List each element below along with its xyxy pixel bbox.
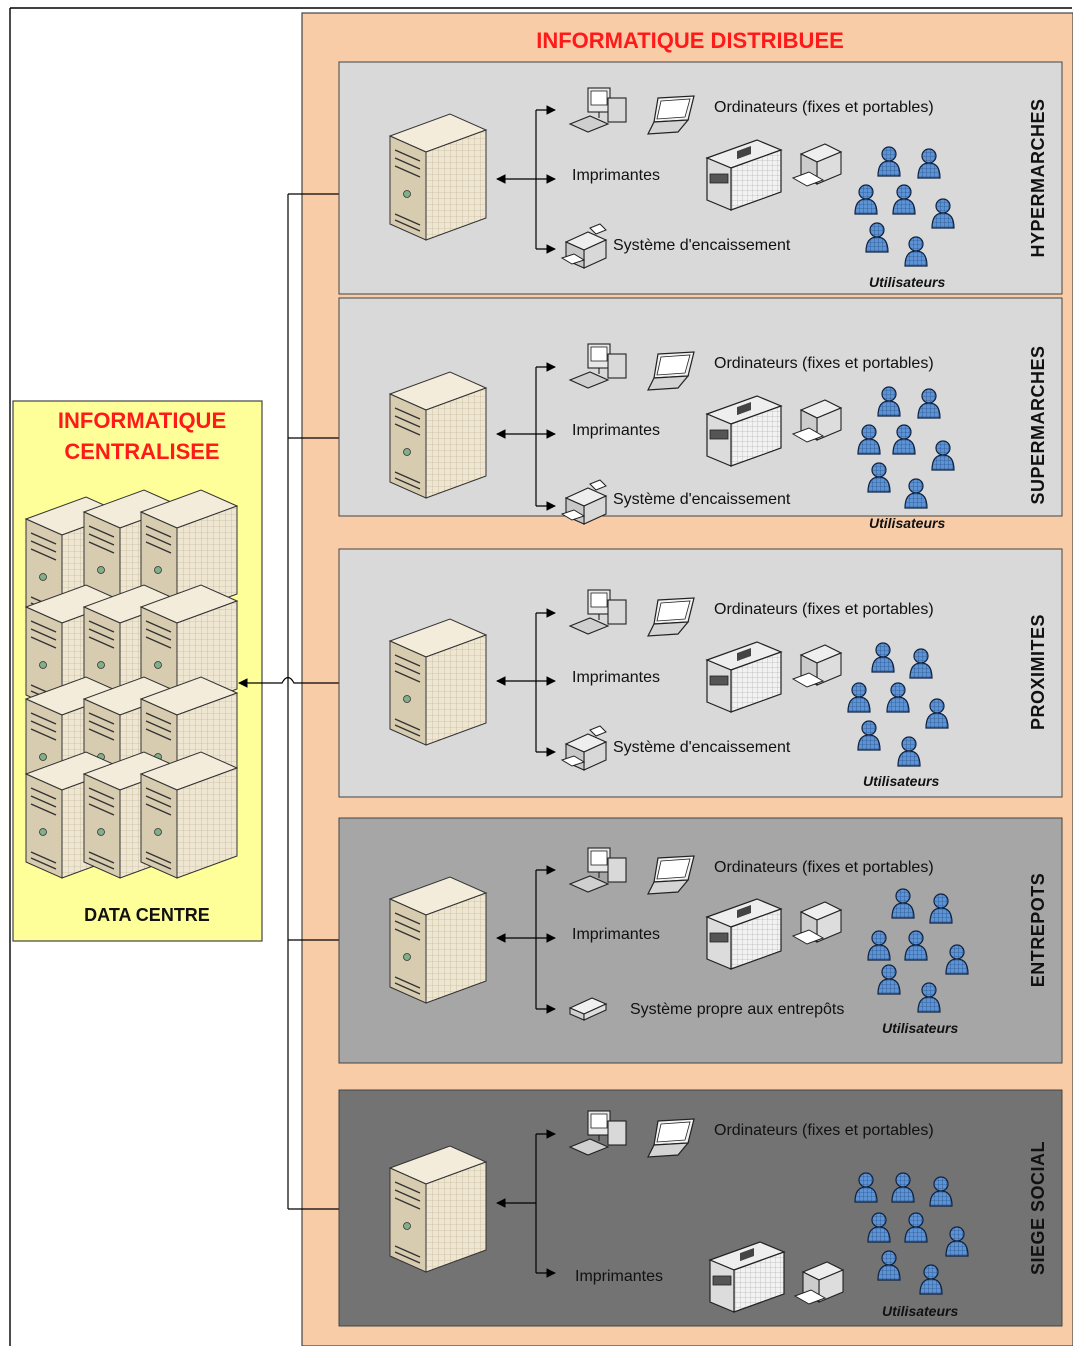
printers-label: Imprimantes [575, 1268, 663, 1285]
printers-label: Imprimantes [572, 926, 660, 943]
section-name: PROXIMITES [1028, 614, 1048, 730]
computers-label: Ordinateurs (fixes et portables) [714, 99, 934, 116]
users-label: Utilisateurs [869, 274, 945, 290]
computers-label: Ordinateurs (fixes et portables) [714, 601, 934, 618]
users-label: Utilisateurs [869, 515, 945, 531]
section-name: ENTREPOTS [1028, 873, 1048, 988]
datacenter-label: DATA CENTRE [84, 905, 210, 925]
cash-system-label: Système d'encaissement [613, 739, 791, 756]
computers-label: Ordinateurs (fixes et portables) [714, 859, 934, 876]
section-proximites: Ordinateurs (fixes et portables) Imprima… [338, 548, 1063, 798]
printers-label: Imprimantes [572, 422, 660, 439]
computers-label: Ordinateurs (fixes et portables) [714, 1122, 934, 1139]
users-label: Utilisateurs [863, 773, 939, 789]
cash-system-label: Système d'encaissement [613, 237, 791, 254]
datacenter-server-cluster [25, 489, 238, 879]
section-hypermarches: Ordinateurs (fixes et portables) Imprima… [338, 61, 1063, 295]
warehouse-system-label: Système propre aux entrepôts [630, 1001, 844, 1018]
section-supermarches: Ordinateurs (fixes et portables) Imprima… [338, 297, 1063, 531]
section-siege-social: Ordinateurs (fixes et portables) Imprima… [338, 1089, 1063, 1327]
computers-label: Ordinateurs (fixes et portables) [714, 355, 934, 372]
centralized-title-line2: CENTRALISEE [64, 439, 219, 464]
printers-label: Imprimantes [572, 669, 660, 686]
users-label: Utilisateurs [882, 1020, 958, 1036]
section-name: SIEGE SOCIAL [1028, 1141, 1048, 1275]
section-entrepots: Ordinateurs (fixes et portables) Imprima… [338, 817, 1063, 1064]
section-name: SUPERMARCHES [1028, 345, 1048, 504]
centralized-zone: INFORMATIQUE CENTRALISEE DATA CENTRE [12, 400, 263, 942]
section-name: HYPERMARCHES [1028, 98, 1048, 257]
distributed-title: INFORMATIQUE DISTRIBUEE [536, 28, 844, 53]
users-label: Utilisateurs [882, 1303, 958, 1319]
centralized-title-line1: INFORMATIQUE [58, 408, 226, 433]
printers-label: Imprimantes [572, 167, 660, 184]
cash-system-label: Système d'encaissement [613, 491, 791, 508]
